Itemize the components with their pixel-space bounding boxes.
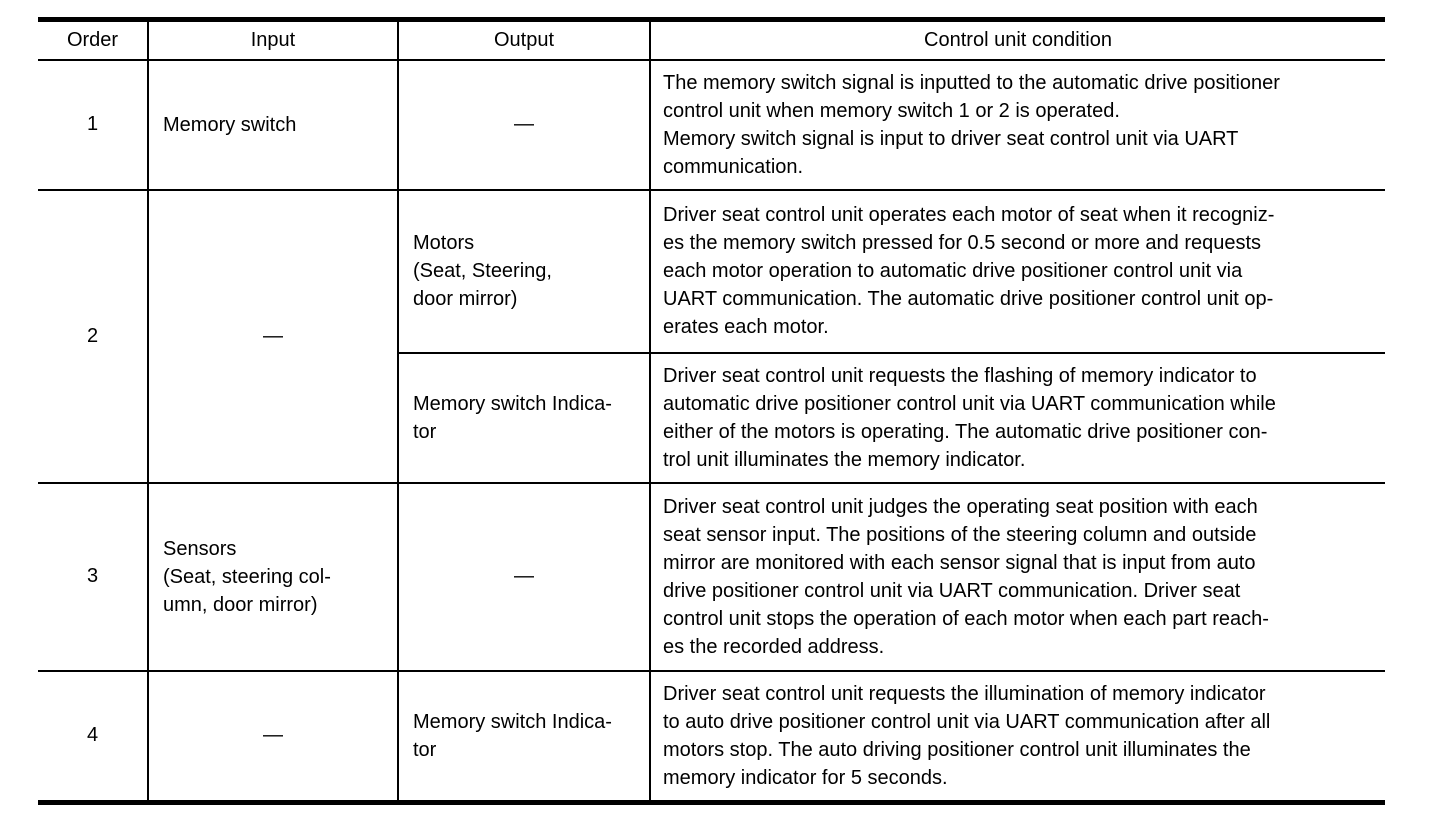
cell-order-1: 1 [38, 58, 148, 190]
cell-input-1: Memory switch [147, 58, 398, 190]
cell-input-4: — [147, 669, 398, 802]
cell-output-1: — [397, 58, 650, 190]
column-header-input: Input [147, 19, 398, 61]
cell-order-2: 2 [38, 188, 148, 483]
cell-input-3: Sensors (Seat, steering col- umn, door m… [147, 481, 398, 671]
cell-output-4: Memory switch Indica- tor [397, 669, 650, 802]
cell-condition-4: Driver seat control unit requests the il… [649, 669, 1385, 802]
column-header-condition: Control unit condition [649, 19, 1385, 61]
cell-order-3: 3 [38, 481, 148, 671]
cell-condition-1: The memory switch signal is inputted to … [649, 58, 1385, 190]
memory-function-table: Order Input Output Control unit conditio… [38, 17, 1385, 805]
table-row-1: 1 Memory switch — The memory switch sign… [38, 58, 1385, 190]
cell-output-2b: Memory switch Indica- tor [397, 351, 650, 483]
column-header-output: Output [397, 19, 650, 61]
cell-output-2a: Motors (Seat, Steering, door mirror) [397, 188, 650, 353]
column-header-order: Order [38, 19, 148, 61]
table-row-2b: Memory switch Indica- tor Driver seat co… [38, 351, 1385, 483]
table-row-4: 4 — Memory switch Indica- tor Driver sea… [38, 669, 1385, 802]
cell-condition-2b: Driver seat control unit requests the fl… [649, 351, 1385, 483]
header-row: Order Input Output Control unit conditio… [38, 19, 1385, 61]
table-row-2a: 2 — Motors (Seat, Steering, door mirror)… [38, 188, 1385, 483]
cell-condition-3: Driver seat control unit judges the oper… [649, 481, 1385, 671]
cell-input-2: — [147, 188, 398, 483]
table-row-3: 3 Sensors (Seat, steering col- umn, door… [38, 481, 1385, 671]
cell-condition-2a: Driver seat control unit operates each m… [649, 188, 1385, 353]
cell-order-4: 4 [38, 669, 148, 802]
cell-output-3: — [397, 481, 650, 671]
